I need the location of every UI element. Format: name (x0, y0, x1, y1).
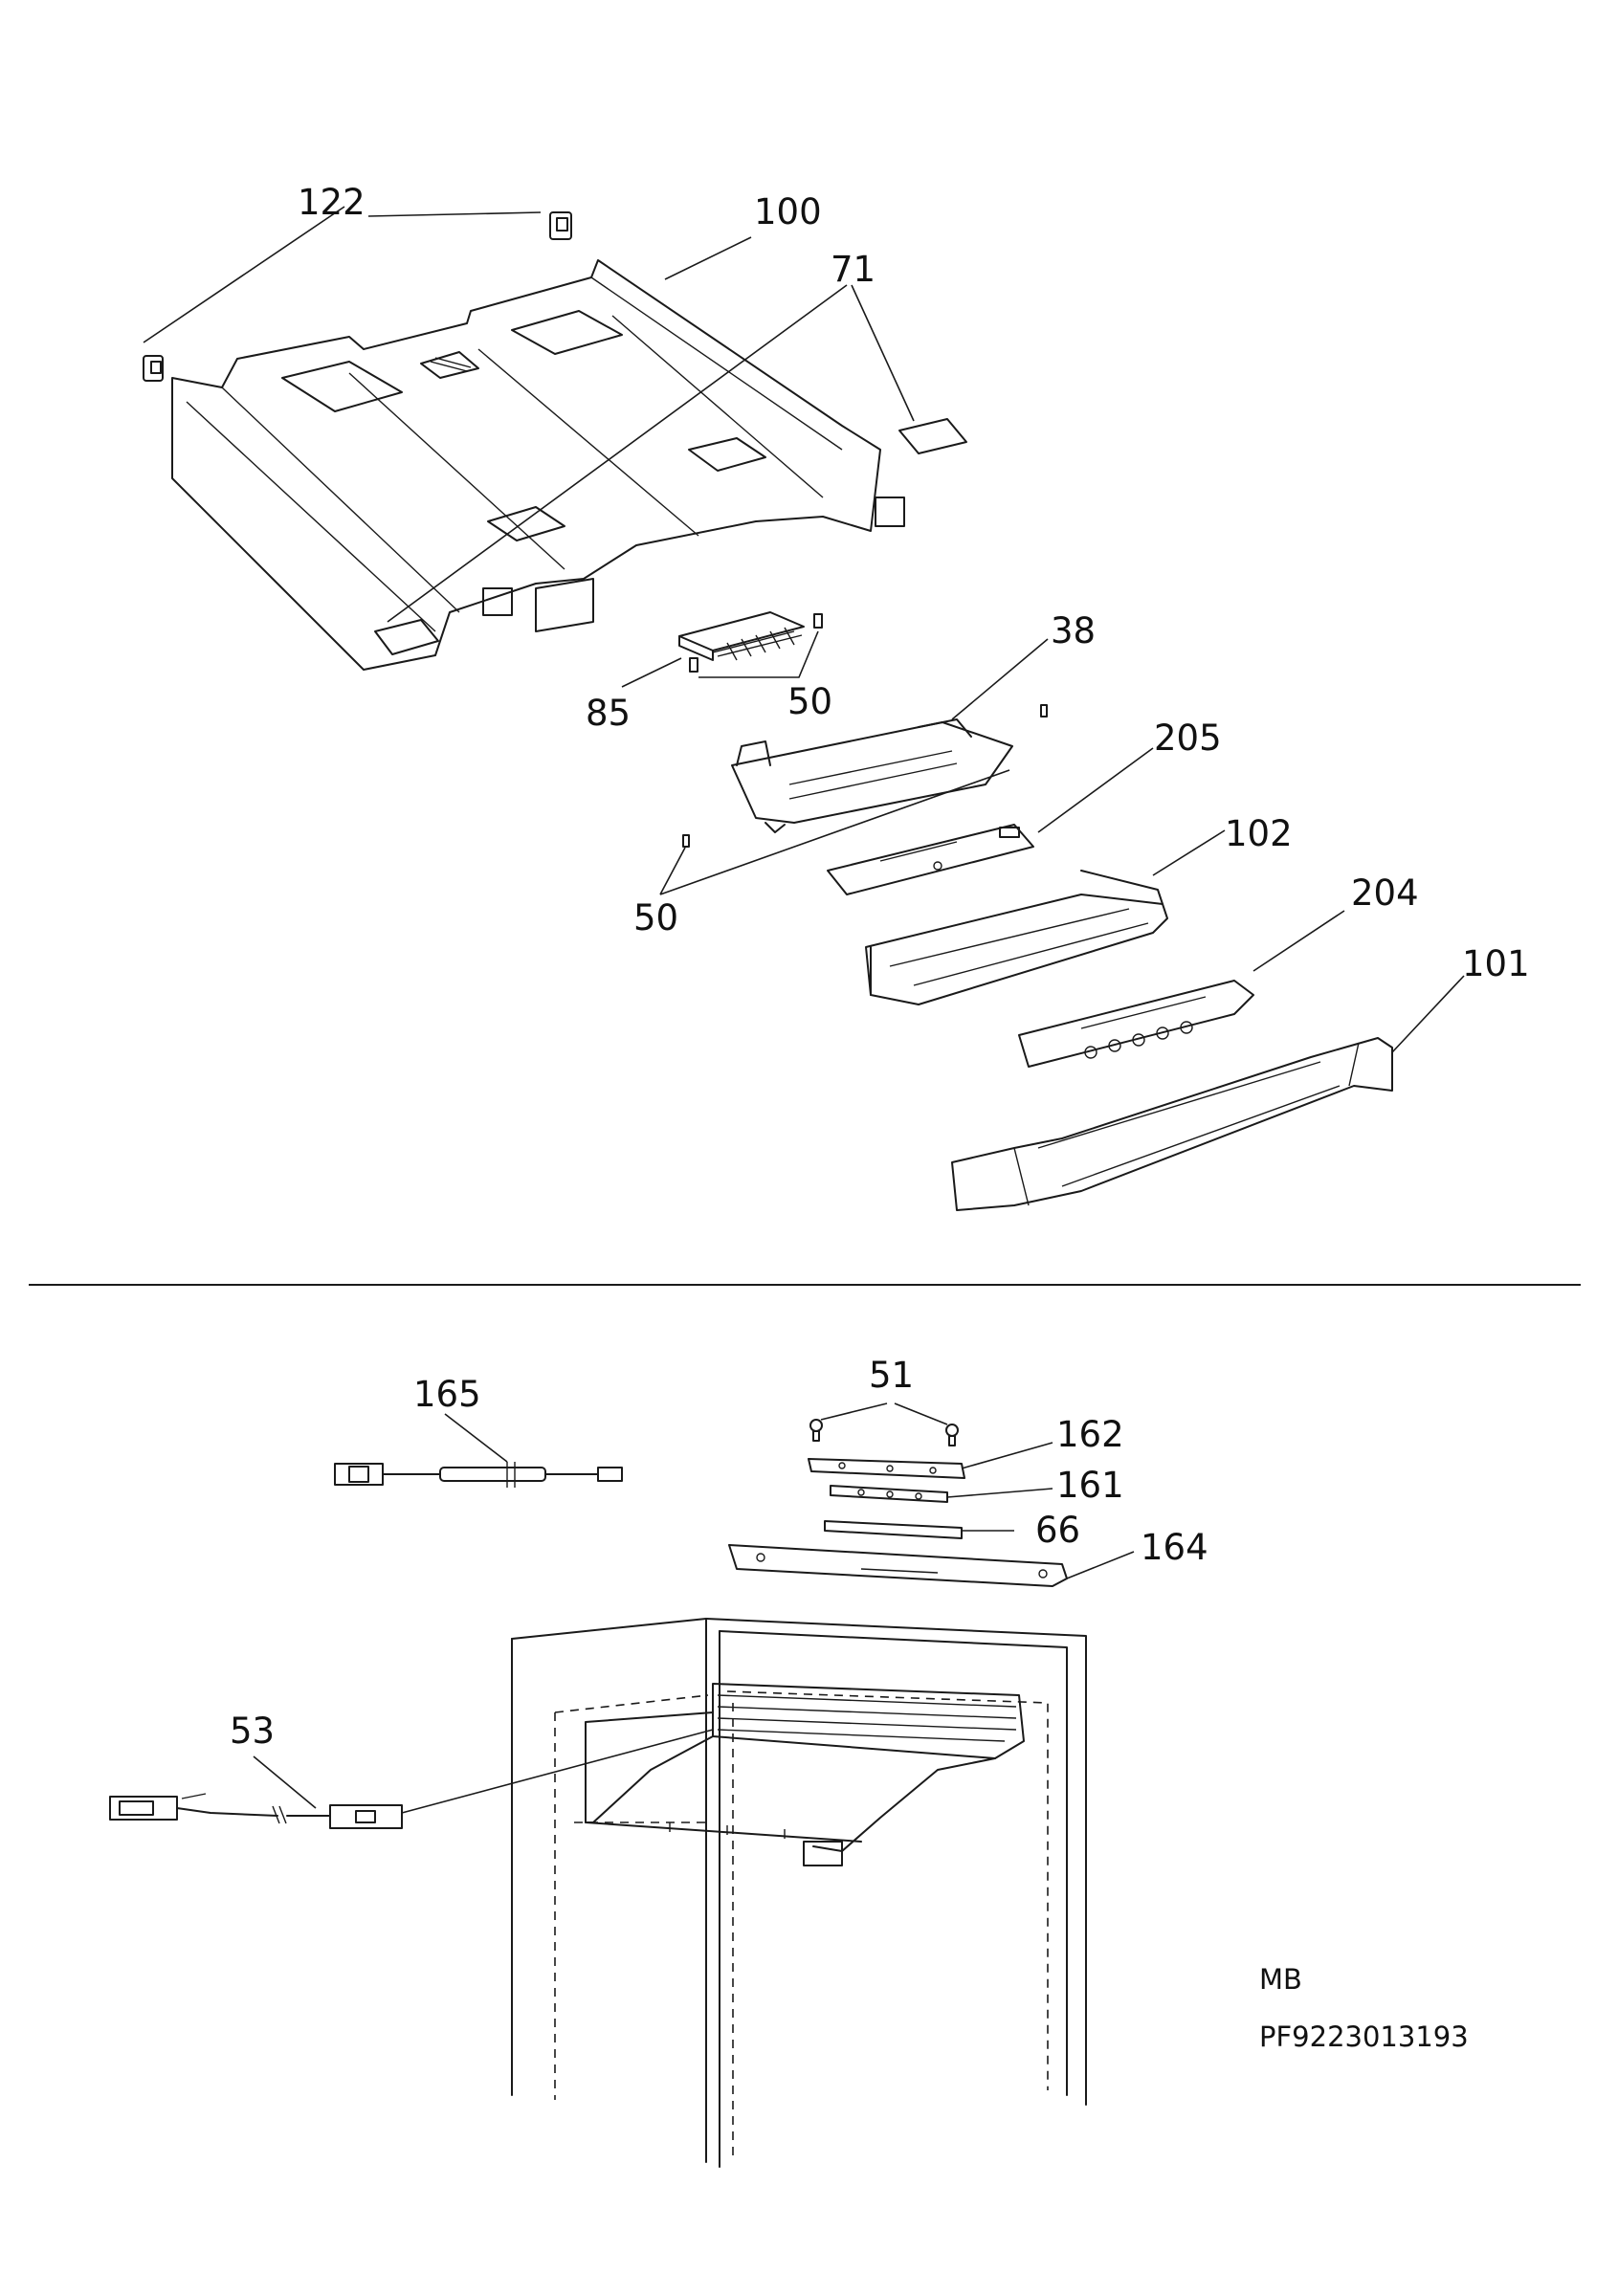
callout-161: 161 (1056, 1465, 1124, 1506)
callout-122: 122 (298, 182, 366, 223)
part-165-cable (334, 1462, 623, 1488)
part-66-lens (824, 1520, 963, 1539)
part-53-sensor (109, 1793, 403, 1829)
top-leader-lines (143, 206, 1465, 1053)
callout-51: 51 (869, 1355, 914, 1396)
part-122-connector-blocks (143, 211, 572, 382)
callout-53: 53 (230, 1711, 275, 1752)
part-50-screws (682, 613, 1048, 848)
callout-38: 38 (1051, 610, 1096, 651)
part-85-heat-sink (678, 611, 805, 661)
part-number: PF9223013193 (1259, 2020, 1469, 2053)
part-38-bracket (731, 718, 1013, 833)
part-164-lamp-cover (728, 1544, 1068, 1587)
part-102-housing (865, 870, 1168, 1005)
cabinet-outline (511, 1618, 1087, 2168)
part-161-led-strip (830, 1485, 948, 1503)
callout-71: 71 (831, 249, 875, 290)
callout-162: 162 (1056, 1414, 1124, 1455)
section-code: MB (1259, 1963, 1302, 1996)
part-204-display-board (1018, 980, 1254, 1068)
part-71-covers (374, 418, 967, 655)
callout-205: 205 (1154, 718, 1222, 759)
part-100-top-cover (171, 259, 905, 671)
callout-85: 85 (586, 693, 631, 734)
part-162-bar (808, 1458, 965, 1479)
callout-101: 101 (1462, 943, 1530, 984)
callout-50-middle: 50 (633, 897, 678, 938)
callout-66: 66 (1035, 1510, 1080, 1551)
bottom-leader-lines (253, 1402, 1135, 1814)
part-101-front-trim (951, 1037, 1393, 1211)
callout-50-top: 50 (787, 681, 832, 722)
part-205-pcb (827, 824, 1034, 895)
callout-102: 102 (1225, 813, 1293, 854)
callout-165: 165 (413, 1374, 481, 1415)
lamp-housing (585, 1683, 1025, 1866)
callout-100: 100 (754, 191, 822, 232)
callout-164: 164 (1141, 1527, 1208, 1568)
callout-204: 204 (1351, 872, 1419, 914)
part-51-screws (809, 1419, 959, 1446)
